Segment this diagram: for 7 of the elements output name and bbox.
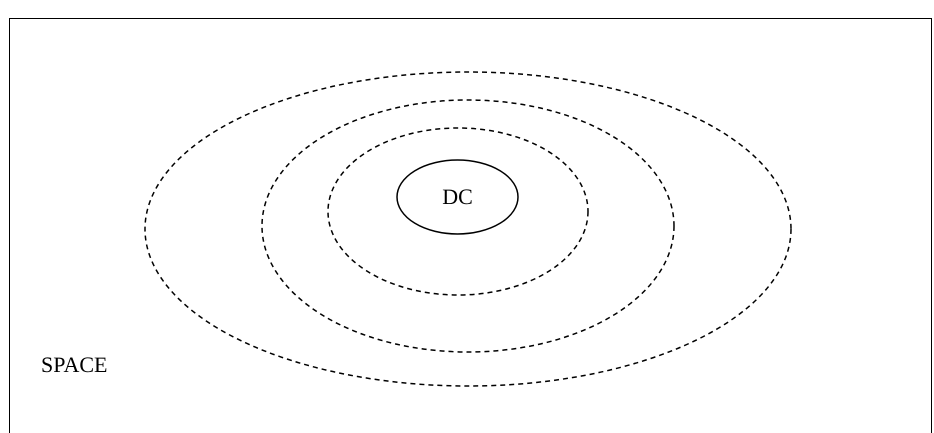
dashed-ellipse <box>327 127 589 296</box>
ellipse-node <box>396 159 519 235</box>
dashed-ellipse <box>261 99 675 353</box>
region-label: SPACE <box>41 354 108 376</box>
node-label: DC <box>442 186 473 208</box>
dashed-ellipse <box>144 71 792 387</box>
frame-box <box>9 18 932 433</box>
